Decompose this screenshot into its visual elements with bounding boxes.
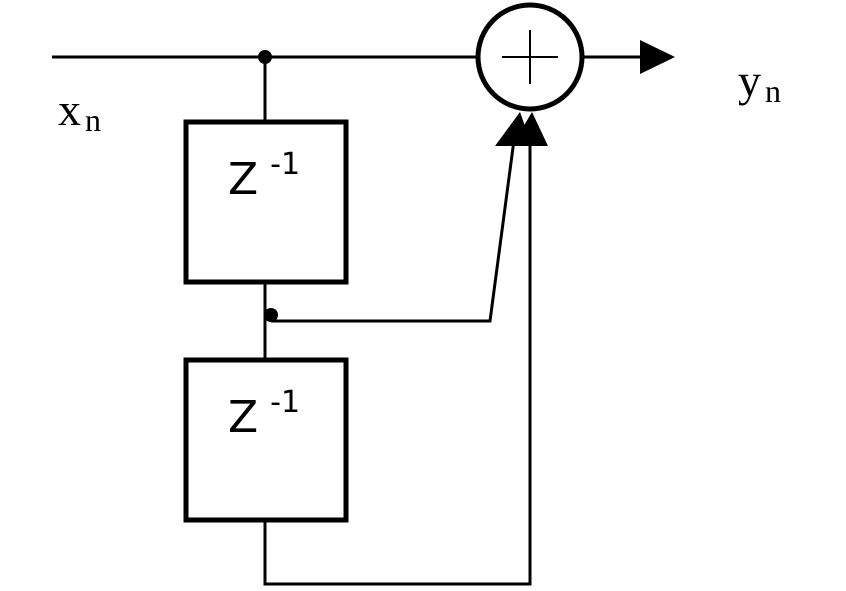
output-signal-label: y n (738, 55, 781, 109)
tap-1-wire (271, 139, 516, 323)
tap-2-wire (263, 140, 532, 586)
plus-icon (502, 30, 558, 84)
output-signal-symbol: y (738, 55, 761, 106)
delay-block-1-label: Z -1 (228, 147, 300, 205)
delay-block-1-exponent: -1 (270, 147, 300, 182)
input-signal-subscript: n (85, 102, 101, 138)
delay-block-2-label: Z -1 (228, 385, 300, 443)
delay-block-1-operator: Z (228, 154, 258, 205)
output-arrowhead (640, 40, 675, 74)
input-signal-symbol: x (58, 84, 81, 135)
delay-block-2-exponent: -1 (270, 385, 300, 420)
tap-2-arrowhead (512, 112, 548, 146)
delay-block-2-operator: Z (228, 392, 258, 443)
input-signal-label: x n (58, 84, 101, 138)
delay-block-1 (183, 119, 349, 285)
delay-block-2 (183, 357, 349, 523)
tap-node-1 (264, 308, 278, 322)
output-signal-subscript: n (765, 73, 781, 109)
